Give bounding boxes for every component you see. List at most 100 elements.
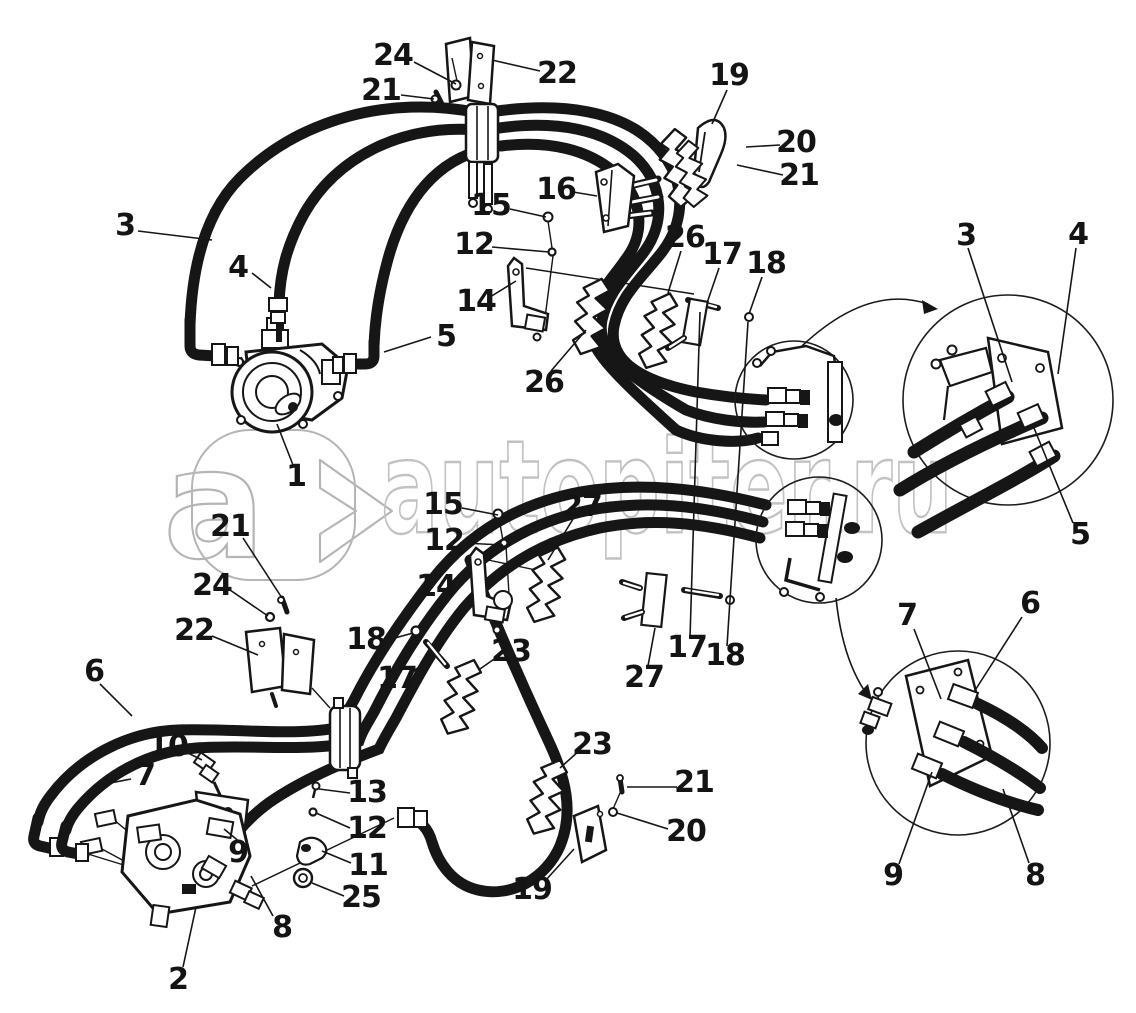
leader-line-12 bbox=[462, 542, 504, 546]
leader-line-3 bbox=[137, 230, 213, 241]
nut-18-left bbox=[410, 625, 422, 637]
callout-19: 19 bbox=[709, 58, 750, 93]
leader-line-4 bbox=[251, 272, 272, 289]
callout-13: 13 bbox=[347, 775, 388, 810]
callout-6: 6 bbox=[84, 654, 105, 689]
hose-4-right bbox=[493, 119, 770, 428]
leader-line-24 bbox=[229, 589, 269, 617]
leader-line-16 bbox=[572, 191, 598, 197]
pump-2 bbox=[79, 790, 266, 929]
callout-3: 3 bbox=[956, 218, 977, 253]
callout-12: 12 bbox=[347, 811, 388, 846]
leader-line-12 bbox=[315, 812, 351, 829]
hose-6 bbox=[32, 481, 772, 828]
leader-line-7 bbox=[94, 778, 132, 787]
hose-clamp-mid bbox=[328, 697, 362, 779]
leader-line-23 bbox=[479, 656, 498, 670]
callout-14: 14 bbox=[456, 284, 497, 319]
callout-18: 18 bbox=[705, 638, 746, 673]
hose-clamp-top bbox=[464, 102, 500, 214]
leader-line-8 bbox=[250, 875, 274, 917]
leader-line-13 bbox=[318, 788, 351, 794]
hose-8 bbox=[403, 554, 573, 898]
watermark-logo-letter: a bbox=[163, 416, 266, 593]
callout-23: 23 bbox=[491, 634, 532, 669]
plate-19-bottom bbox=[572, 774, 625, 864]
bracket-16 bbox=[594, 162, 664, 234]
callout-23: 23 bbox=[572, 727, 613, 762]
callout-15: 15 bbox=[471, 188, 512, 223]
pump-1 bbox=[230, 317, 350, 434]
callout-20: 20 bbox=[776, 125, 817, 160]
rod-17-left bbox=[410, 625, 450, 669]
callout-18: 18 bbox=[746, 246, 787, 281]
callout-3: 3 bbox=[115, 208, 136, 243]
hose-3-right bbox=[491, 102, 772, 406]
leader-line-15 bbox=[509, 208, 547, 218]
leader-line-9 bbox=[223, 828, 242, 844]
bracket-27-right bbox=[619, 571, 735, 629]
detail-circle-right-bottom bbox=[859, 650, 1051, 836]
leader-line-8 bbox=[1002, 788, 1030, 864]
leader-line-4 bbox=[1057, 247, 1077, 375]
leader-line-27 bbox=[547, 518, 574, 561]
leader-line-9 bbox=[898, 771, 933, 865]
leader-line-24 bbox=[413, 61, 457, 85]
leader-line-10 bbox=[183, 750, 203, 761]
detail-mid-1 bbox=[734, 340, 854, 460]
callout-9: 9 bbox=[228, 835, 249, 870]
callout-18: 18 bbox=[346, 622, 387, 657]
bracket-14-mid bbox=[468, 508, 513, 635]
bracket-22-top bbox=[430, 36, 496, 107]
callout-11: 11 bbox=[348, 848, 389, 883]
callout-2: 2 bbox=[168, 962, 189, 997]
leader-line-1 bbox=[276, 423, 294, 466]
callout-21: 21 bbox=[674, 765, 715, 800]
callout-4: 4 bbox=[1068, 217, 1089, 252]
leader-line-14 bbox=[451, 570, 472, 585]
bottom-left-elbows bbox=[28, 751, 428, 880]
leader-line-18 bbox=[748, 276, 763, 315]
callout-12: 12 bbox=[454, 227, 495, 262]
callout-25: 25 bbox=[341, 880, 382, 915]
callout-22: 22 bbox=[537, 56, 578, 91]
callout-12: 12 bbox=[424, 523, 465, 558]
hose-4 bbox=[273, 123, 484, 310]
hose-3 bbox=[184, 101, 480, 331]
leader-line-14 bbox=[489, 280, 517, 298]
callout-15: 15 bbox=[423, 487, 464, 522]
callout-26: 26 bbox=[524, 365, 565, 400]
leader-line-2 bbox=[182, 906, 197, 968]
callout-21: 21 bbox=[361, 73, 402, 108]
hardware-13-12-11-25 bbox=[292, 781, 328, 889]
leader-line-18 bbox=[726, 321, 749, 647]
callout-5: 5 bbox=[436, 319, 457, 354]
leader-line-11 bbox=[321, 850, 352, 864]
detail-arrows bbox=[801, 298, 938, 700]
leader-line-21 bbox=[400, 94, 435, 100]
callout-17: 17 bbox=[377, 661, 418, 696]
leader-line-6 bbox=[99, 683, 133, 717]
callout-7: 7 bbox=[135, 758, 156, 793]
leader-line-12 bbox=[491, 246, 550, 253]
leader-line-21 bbox=[242, 537, 283, 599]
hose-5 bbox=[368, 143, 492, 352]
washer-24-mid bbox=[264, 611, 276, 623]
detail-mid-2 bbox=[755, 476, 883, 604]
leader-line-19 bbox=[711, 89, 728, 125]
leader-line-17 bbox=[689, 311, 701, 639]
pump-1-fittings bbox=[184, 297, 380, 374]
callout-6: 6 bbox=[1020, 586, 1041, 621]
leader-line-3 bbox=[967, 247, 1013, 383]
callout-9: 9 bbox=[883, 858, 904, 893]
leader-line-26 bbox=[667, 250, 682, 294]
leader-line-5 bbox=[1033, 427, 1074, 524]
callout-27: 27 bbox=[624, 660, 665, 695]
callout-24: 24 bbox=[373, 38, 414, 73]
hose-7 bbox=[60, 499, 769, 836]
leader-line-15 bbox=[461, 507, 499, 516]
leader-line-27 bbox=[647, 627, 656, 667]
